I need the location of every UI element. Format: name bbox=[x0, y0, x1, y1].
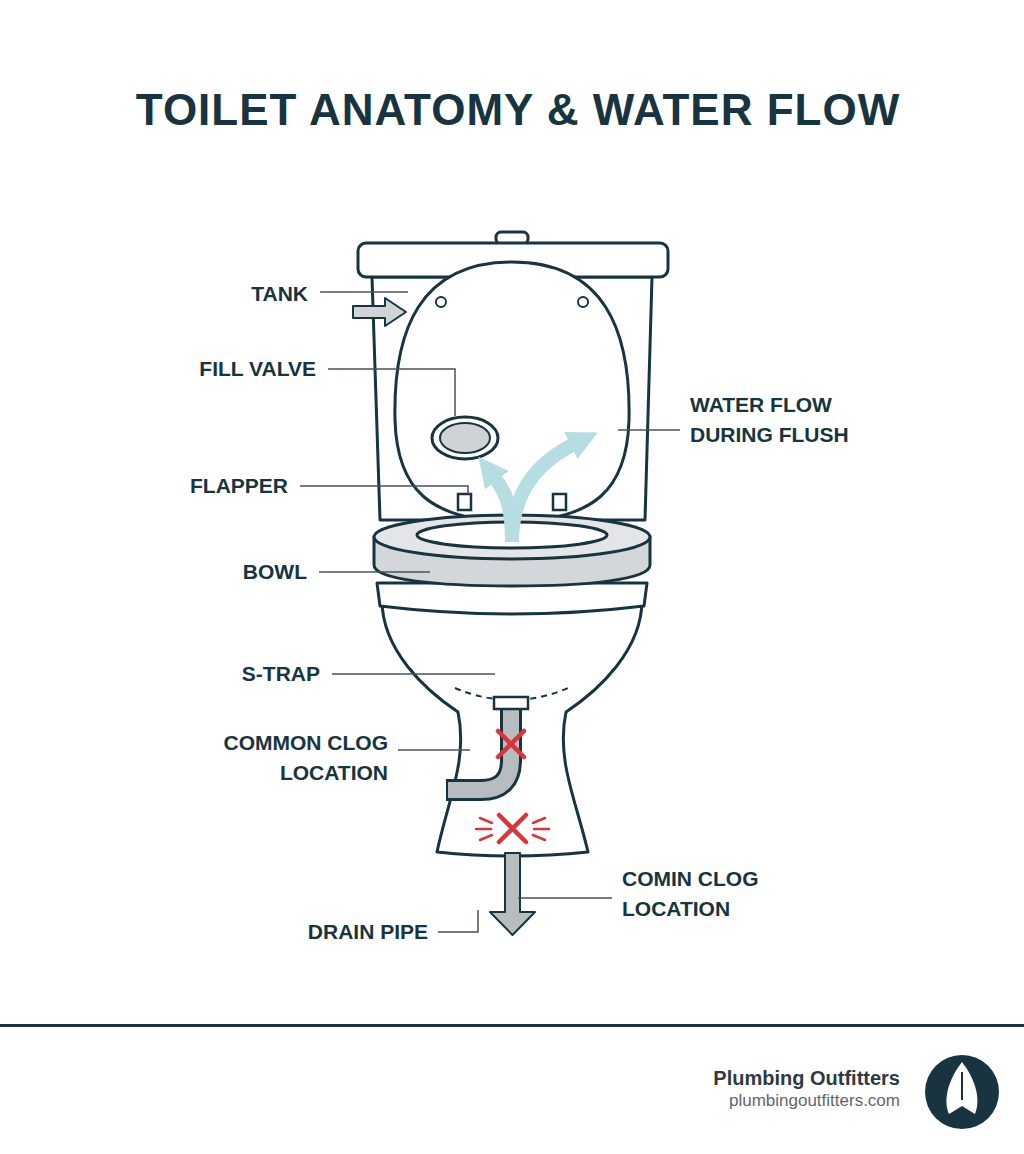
part-label: COMIN CLOG LOCATION bbox=[622, 864, 800, 924]
drain-arrow bbox=[490, 853, 535, 935]
part-label: WATER FLOW DURING FLUSH bbox=[690, 390, 870, 450]
s-trap-pipe bbox=[446, 697, 528, 790]
seat-lid bbox=[395, 262, 629, 522]
part-label: S-TRAP bbox=[100, 659, 320, 689]
brand-logo bbox=[925, 1055, 999, 1129]
diagram-title: TOILET ANATOMY & WATER FLOW bbox=[6, 82, 1024, 138]
flush-flow-arrow bbox=[492, 442, 578, 542]
part-label: BOWL bbox=[87, 557, 307, 587]
footer-rule bbox=[0, 1024, 1024, 1027]
clog-mark bbox=[498, 731, 526, 842]
bowl-shape bbox=[377, 583, 647, 856]
part-label: TANK bbox=[88, 279, 308, 309]
clog-burst bbox=[476, 818, 549, 840]
inlet-arrow bbox=[353, 298, 406, 326]
brand-name: Plumbing Outfitters bbox=[600, 1066, 900, 1090]
part-label: DRAIN PIPE bbox=[188, 917, 428, 947]
leader-line bbox=[300, 292, 680, 932]
website: plumbingoutfitters.com bbox=[600, 1090, 900, 1112]
part-label: FLAPPER bbox=[68, 471, 288, 501]
fill-valve-shape bbox=[432, 417, 498, 459]
part-label: COMMON CLOG LOCATION bbox=[178, 728, 388, 788]
part-label: FILL VALVE bbox=[76, 354, 316, 384]
